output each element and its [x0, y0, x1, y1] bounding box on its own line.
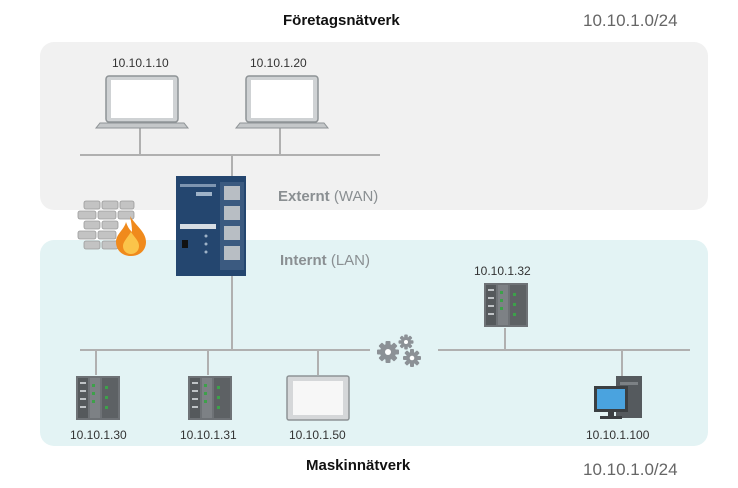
laptop1-ip-label: 10.10.1.10 [112, 56, 169, 70]
external-wan-label: Externt (WAN) [278, 188, 378, 205]
network-lines [80, 128, 690, 378]
panel-ip-label: 10.10.1.50 [289, 428, 346, 442]
plc-icon [76, 376, 120, 420]
external-label-text: Externt [278, 188, 330, 205]
pc-ip-label: 10.10.1.100 [586, 428, 650, 442]
plc-icon [188, 376, 232, 420]
laptop2-ip-label: 10.10.1.20 [250, 56, 307, 70]
machine-subnet-label: 10.10.1.0/24 [583, 460, 678, 479]
desktop-pc-icon [594, 376, 642, 419]
internal-label-text: Internt [280, 252, 327, 269]
internal-lan-label: Internt (LAN) [280, 252, 370, 269]
brick-wall-icon [77, 200, 135, 250]
wan-label-text: (WAN) [333, 188, 379, 205]
corporate-subnet-label: 10.10.1.0/24 [583, 11, 678, 30]
hmi-panel-icon [286, 375, 350, 421]
laptop-icon [234, 75, 330, 129]
plc2-ip-label: 10.10.1.31 [180, 428, 237, 442]
plc1-ip-label: 10.10.1.30 [70, 428, 127, 442]
machine-network-title: Maskinnätverk [306, 457, 411, 474]
lan-label-text: (LAN) [330, 252, 371, 269]
firewall-gateway-icon [176, 176, 246, 276]
flame-icon [116, 216, 146, 256]
gears-icon [377, 334, 421, 367]
corporate-network-title: Företagsnätverk [283, 12, 400, 29]
plc3-ip-label: 10.10.1.32 [474, 264, 531, 278]
laptop-icon [94, 75, 190, 129]
plc-icon [484, 283, 528, 327]
